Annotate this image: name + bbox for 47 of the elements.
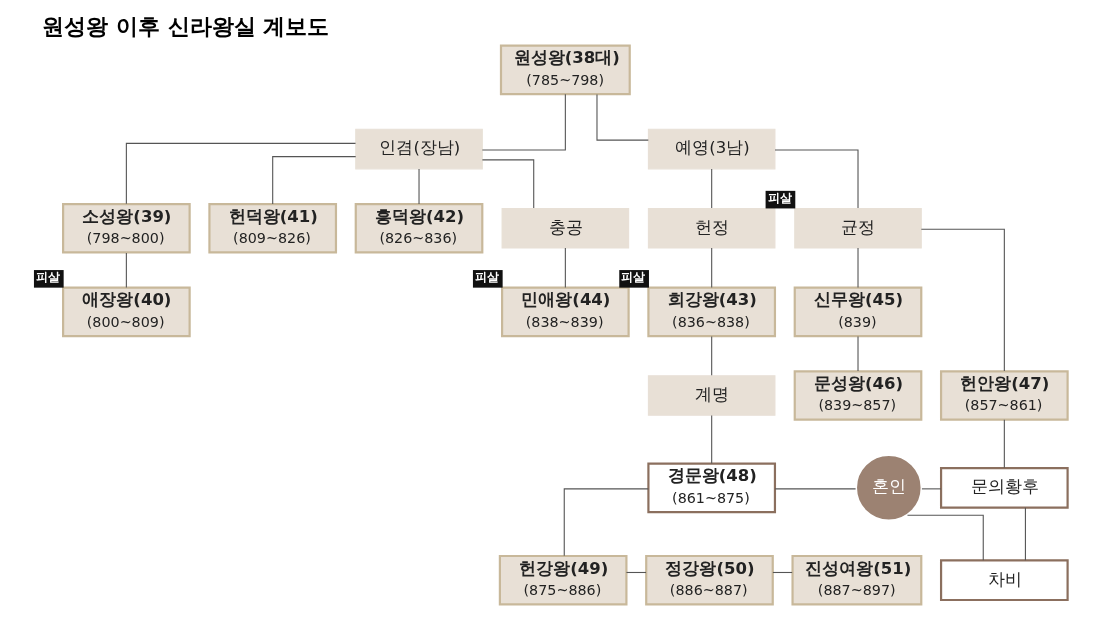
connector bbox=[856, 247, 859, 288]
node-box: 헌덕왕(41) (809~826) bbox=[207, 202, 337, 254]
node-box: 차비 bbox=[939, 559, 1069, 602]
node-label: 피살 bbox=[35, 269, 60, 284]
node-box: 정강왕(50) (886~887) bbox=[644, 554, 774, 606]
connector bbox=[710, 247, 712, 288]
node-box: 문성왕(46) (839~857) bbox=[793, 370, 922, 421]
node-box: 헌안왕(47) (857~861) bbox=[939, 370, 1069, 421]
connector bbox=[710, 335, 712, 376]
node-box: 예영(3남) bbox=[647, 128, 775, 170]
node-box: 소성왕(39) (798~800) bbox=[61, 202, 191, 254]
connector bbox=[920, 488, 941, 490]
node-box: 계명 bbox=[647, 375, 775, 416]
connector bbox=[563, 488, 649, 557]
node-label: 피살 bbox=[767, 190, 792, 205]
connector bbox=[856, 335, 859, 372]
node-box: 흥덕왕(42) (826~836) bbox=[354, 202, 483, 254]
node-box: 문의황후 bbox=[939, 466, 1069, 509]
node-box: 인겸(장남) bbox=[354, 128, 483, 170]
connector bbox=[481, 159, 534, 209]
connector bbox=[920, 228, 1005, 372]
node-box: 충공 bbox=[501, 207, 629, 249]
connector bbox=[564, 247, 566, 288]
connector bbox=[771, 571, 793, 574]
connector bbox=[906, 514, 984, 561]
connector bbox=[595, 93, 649, 141]
connector bbox=[710, 168, 712, 209]
connector bbox=[773, 149, 859, 209]
connector bbox=[125, 252, 127, 288]
connector bbox=[1003, 419, 1005, 469]
node-box: 헌정 bbox=[647, 207, 775, 249]
diagram-title: 원성왕 이후 신라왕실 계보도 bbox=[41, 13, 329, 39]
connector bbox=[1024, 507, 1026, 561]
connector bbox=[125, 142, 356, 205]
connector bbox=[417, 168, 420, 205]
node-box: 신무왕(45) (839) bbox=[793, 286, 922, 338]
node-circle: 혼인 bbox=[854, 453, 923, 522]
node-label: 피살 bbox=[474, 269, 499, 284]
connector bbox=[774, 488, 856, 490]
connector bbox=[625, 571, 647, 574]
node-box: 경문왕(48) (861~875) bbox=[646, 462, 776, 514]
node-box: 원성왕(38대) (785~798) bbox=[499, 44, 631, 96]
connector bbox=[271, 156, 356, 205]
connector bbox=[710, 414, 712, 465]
node-box: 헌강왕(49) (875~886) bbox=[498, 554, 627, 606]
node-box: 진성여왕(51) (887~897) bbox=[790, 554, 922, 606]
connector bbox=[481, 93, 566, 151]
